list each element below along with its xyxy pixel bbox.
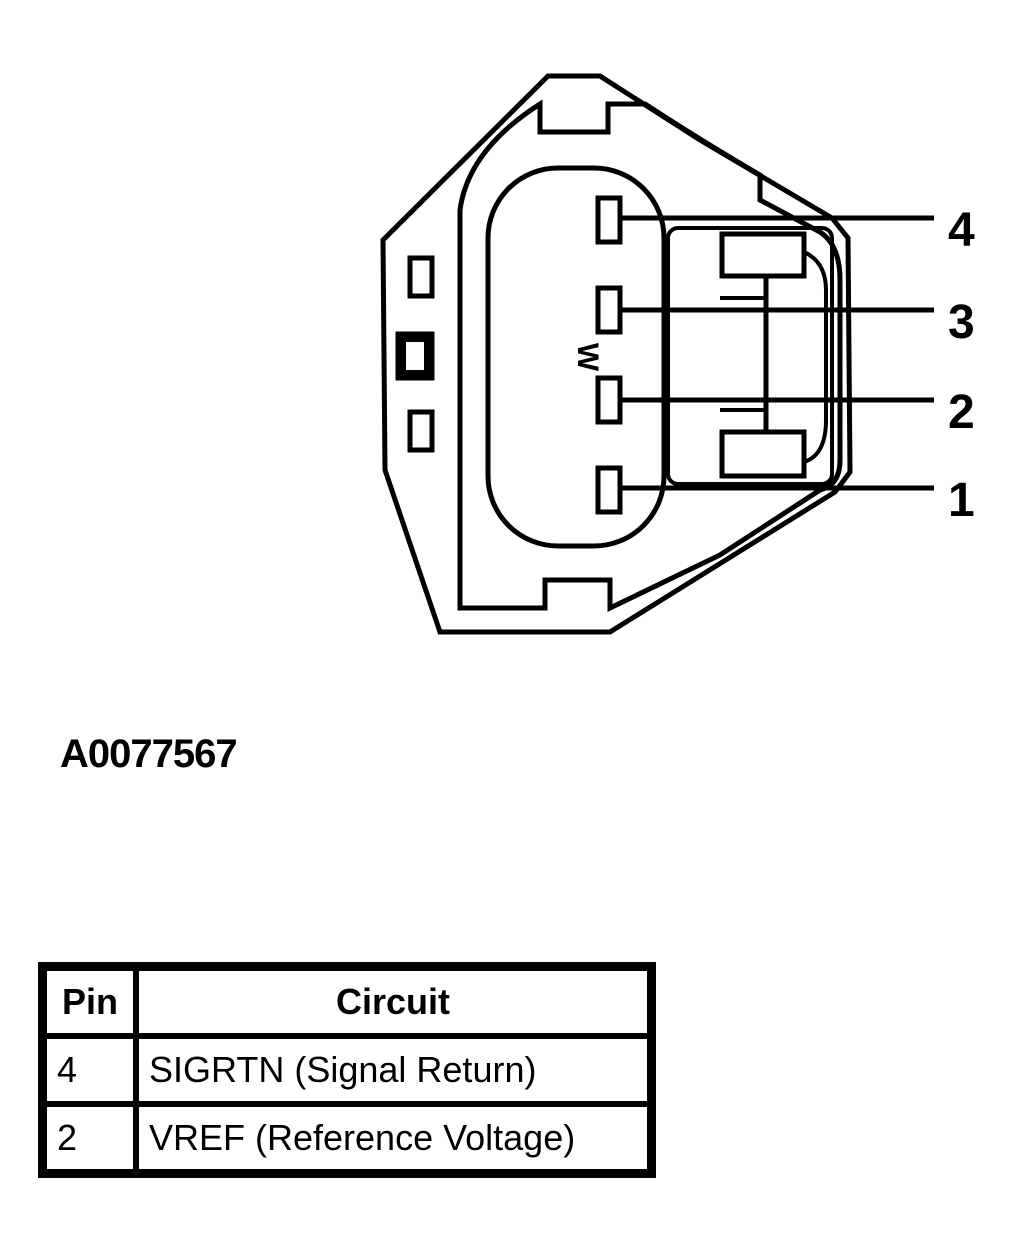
cell-pin: 2 <box>44 1104 136 1172</box>
internal-block-upper <box>719 231 807 279</box>
table-row: 4 SIGRTN (Signal Return) <box>44 1036 650 1104</box>
latch-upper <box>407 255 435 299</box>
internal-bracket <box>720 296 768 412</box>
connector-diagram: W 4 3 2 1 <box>380 73 975 635</box>
header-pin: Pin <box>44 968 136 1036</box>
pin-circuit-table: Pin Circuit 4 SIGRTN (Signal Return) 2 V… <box>38 962 656 1178</box>
table-header-row: Pin Circuit <box>44 968 650 1036</box>
pin-3-terminal <box>595 285 623 335</box>
table-row: 2 VREF (Reference Voltage) <box>44 1104 650 1172</box>
connector-inner-frame <box>457 99 843 612</box>
pin-4-terminal <box>595 195 623 245</box>
pin-label-3: 3 <box>948 296 975 349</box>
pin-1-terminal <box>595 465 623 515</box>
internal-frame <box>666 226 834 486</box>
pin-label-4: 4 <box>948 204 975 257</box>
connector-housing-outline <box>380 73 853 635</box>
latch-middle-inner <box>406 342 424 370</box>
pin-2-terminal <box>595 375 623 425</box>
connector-key-mark: W <box>571 343 604 372</box>
figure-id: A0077567 <box>60 732 238 776</box>
internal-curve <box>803 250 828 464</box>
connector-receptacle <box>485 165 667 549</box>
internal-block-lower <box>719 429 807 479</box>
cell-circuit: SIGRTN (Signal Return) <box>136 1036 650 1104</box>
pin-label-1: 1 <box>948 474 975 527</box>
pin-label-2: 2 <box>948 386 975 439</box>
latch-lower <box>407 409 435 453</box>
header-circuit: Circuit <box>136 968 650 1036</box>
cell-circuit: VREF (Reference Voltage) <box>136 1104 650 1172</box>
cell-pin: 4 <box>44 1036 136 1104</box>
